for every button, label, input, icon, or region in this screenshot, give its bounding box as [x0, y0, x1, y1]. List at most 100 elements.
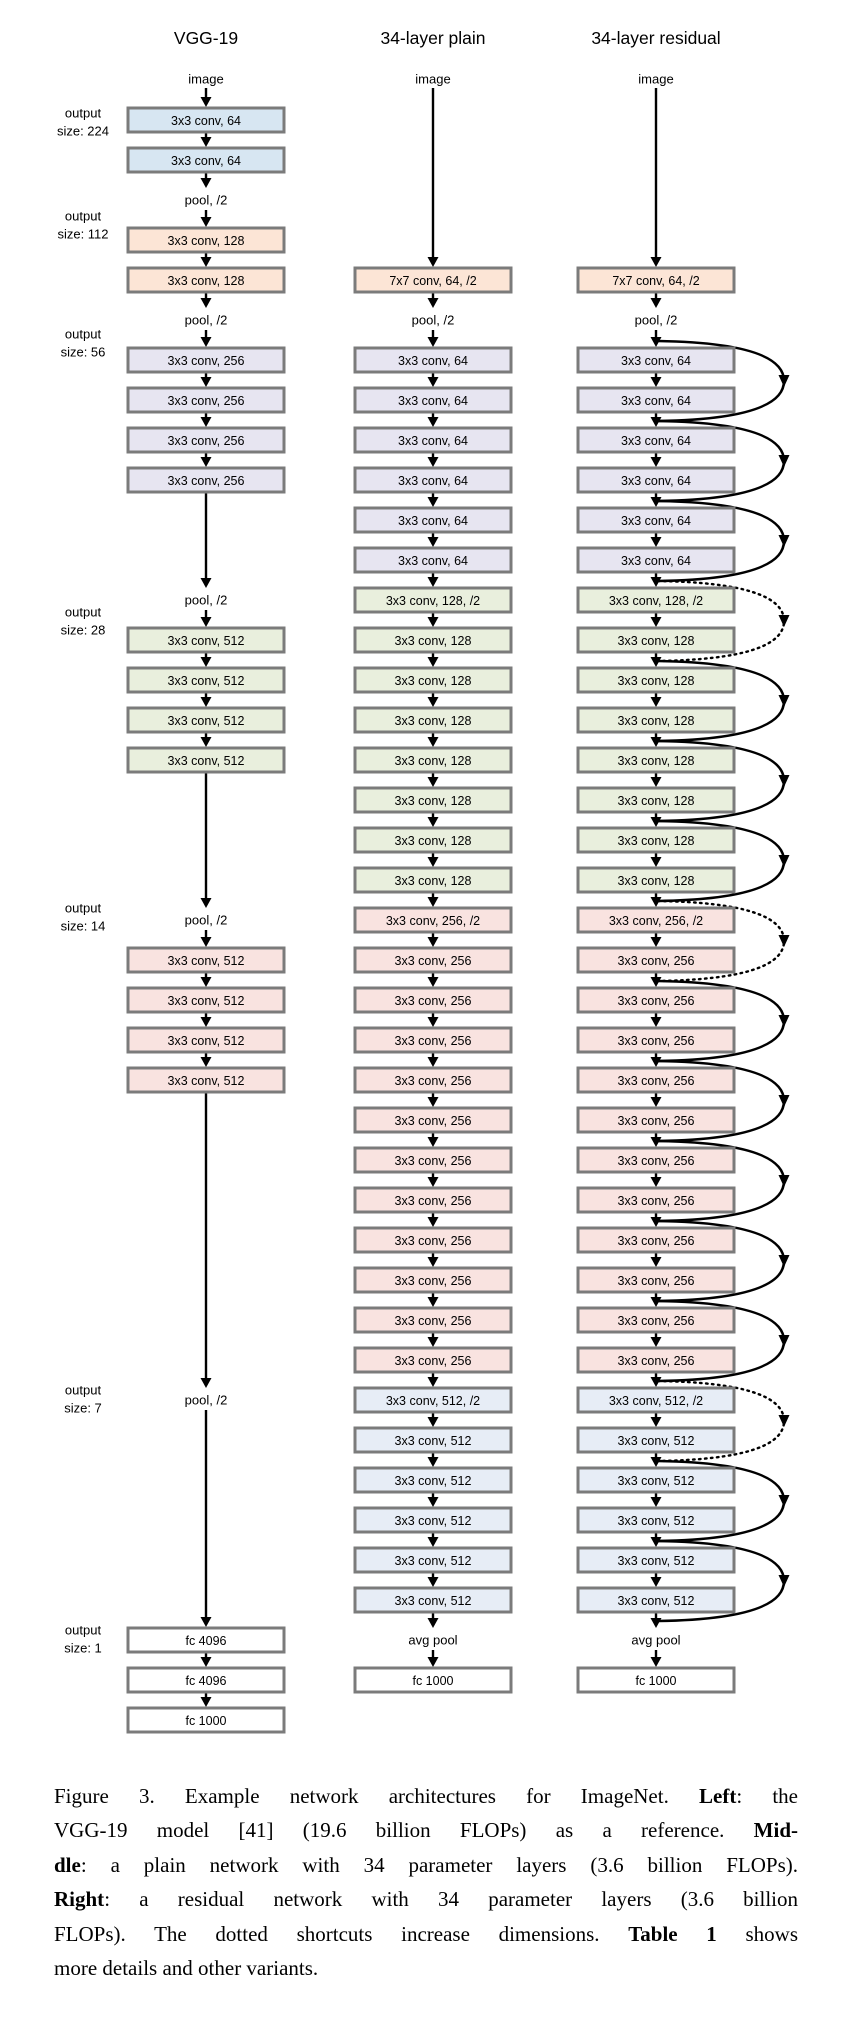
flow-arrowhead-icon: [427, 1618, 439, 1628]
layer-box-rect: [576, 426, 736, 454]
layer-box: 3x3 conv, 256: [576, 1306, 736, 1334]
layer-box-rect: [126, 1666, 286, 1694]
flow-arrowhead-icon: [200, 898, 212, 908]
layer-box-rect: [353, 626, 513, 654]
shortcut-arrowhead-icon: [778, 935, 790, 947]
layer-box-label: 3x3 conv, 512: [618, 1594, 695, 1608]
layer-box: 3x3 conv, 512, /2: [353, 1386, 513, 1414]
flow-arrowhead-icon: [427, 737, 439, 747]
layer-box-label: 3x3 conv, 64: [398, 514, 468, 528]
flow-arrowhead-icon: [427, 657, 439, 667]
layer-box: 3x3 conv, 512: [353, 1466, 513, 1494]
flow-arrowhead-icon: [650, 1297, 662, 1307]
pool-label: avg pool: [408, 1633, 457, 1648]
layer-box: 3x3 conv, 256: [353, 1346, 513, 1374]
layer-box-rect: [353, 986, 513, 1014]
flow-arrowhead-icon: [650, 1577, 662, 1587]
output-size-label: size: 1: [64, 1641, 102, 1656]
layer-box: 3x3 conv, 512: [353, 1426, 513, 1454]
shortcut-arrowhead-icon: [778, 1095, 790, 1107]
layer-box-rect: [576, 1146, 736, 1174]
flow-arrowhead-icon: [427, 497, 439, 507]
layer-box-label: 3x3 conv, 64: [621, 554, 691, 568]
layer-box: 3x3 conv, 256: [353, 986, 513, 1014]
flow-arrowhead-icon: [650, 298, 662, 308]
layer-box-rect: [576, 1466, 736, 1494]
flow-arrowhead-icon: [200, 298, 212, 308]
layer-box-label: fc 1000: [412, 1674, 453, 1688]
flow-arrowhead-icon: [427, 1257, 439, 1267]
layer-box-label: 3x3 conv, 256: [395, 1314, 472, 1328]
layer-box-label: 3x3 conv, 256: [395, 1074, 472, 1088]
flow-arrowhead-icon: [650, 657, 662, 667]
output-size-label: size: 28: [61, 623, 106, 638]
layer-box: 3x3 conv, 64: [353, 386, 513, 414]
layer-box-rect: [353, 506, 513, 534]
flow-arrowhead-icon: [200, 1017, 212, 1027]
flow-arrowhead-icon: [650, 257, 662, 267]
shortcut-arrowhead-icon: [778, 615, 790, 627]
flow-arrowhead-icon: [650, 1337, 662, 1347]
layer-box: 3x3 conv, 128: [576, 826, 736, 854]
layer-box-label: 3x3 conv, 512: [395, 1594, 472, 1608]
flow-arrowhead-icon: [427, 1577, 439, 1587]
architecture-diagram: image 3x3 conv, 64 3x3 conv, 64 pool, /2 3x3…: [57, 28, 790, 1734]
layer-box-label: 3x3 conv, 128: [618, 674, 695, 688]
layer-box-rect: [576, 1066, 736, 1094]
layer-box-rect: [353, 826, 513, 854]
layer-box-rect: [576, 1666, 736, 1694]
layer-box-rect: [353, 1346, 513, 1374]
layer-box-rect: [126, 346, 286, 374]
pool-label: pool, /2: [185, 913, 228, 928]
pool-label: pool, /2: [185, 593, 228, 608]
pool-label: pool, /2: [185, 313, 228, 328]
layer-box-rect: [353, 946, 513, 974]
input-label: image: [638, 72, 673, 87]
layer-box-label: 3x3 conv, 256: [618, 1074, 695, 1088]
layer-box-label: 3x3 conv, 512: [395, 1474, 472, 1488]
layer-box: 3x3 conv, 512: [126, 666, 286, 694]
layer-box-label: 3x3 conv, 64: [171, 114, 241, 128]
layer-box: 3x3 conv, 128, /2: [353, 586, 513, 614]
layer-box: 3x3 conv, 128: [576, 706, 736, 734]
layer-box: 3x3 conv, 512: [126, 1026, 286, 1054]
layer-box-rect: [353, 546, 513, 574]
layer-box-label: 3x3 conv, 512: [168, 714, 245, 728]
layer-box-rect: [353, 1546, 513, 1574]
layer-box-label: 3x3 conv, 128: [395, 834, 472, 848]
layer-box-label: 3x3 conv, 128: [395, 674, 472, 688]
layer-box: 3x3 conv, 256: [353, 1306, 513, 1334]
layer-box: 3x3 conv, 512: [576, 1466, 736, 1494]
figure-caption: Figure 3. Example network architectures …: [54, 1779, 798, 1985]
layer-box: fc 4096: [126, 1666, 286, 1694]
flow-arrowhead-icon: [427, 1057, 439, 1067]
layer-box-rect: [576, 1546, 736, 1574]
layer-box-label: 3x3 conv, 64: [398, 554, 468, 568]
layer-box: 3x3 conv, 128: [576, 666, 736, 694]
layer-box-rect: [353, 1026, 513, 1054]
shortcut-arrowhead-icon: [778, 1335, 790, 1347]
layer-box-label: 3x3 conv, 128: [168, 234, 245, 248]
output-size-label: size: 224: [57, 124, 109, 139]
layer-box-rect: [576, 1026, 736, 1054]
flow-arrowhead-icon: [650, 1618, 662, 1628]
layer-box: 3x3 conv, 256: [576, 1106, 736, 1134]
layer-box-label: 3x3 conv, 256: [618, 1274, 695, 1288]
flow-arrowhead-icon: [427, 537, 439, 547]
flow-arrowhead-icon: [200, 137, 212, 147]
flow-arrowhead-icon: [427, 457, 439, 467]
flow-arrowhead-icon: [427, 777, 439, 787]
output-size-label: output: [65, 106, 102, 121]
caption-text: FLOPs). The dotted shortcuts increase di…: [54, 1921, 629, 1946]
layer-box-label: 3x3 conv, 64: [398, 434, 468, 448]
flow-arrowhead-icon: [427, 977, 439, 987]
layer-box-label: 3x3 conv, 256: [395, 994, 472, 1008]
flow-arrowhead-icon: [427, 817, 439, 827]
layer-box-rect: [576, 506, 736, 534]
layer-box-rect: [353, 666, 513, 694]
flow-arrowhead-icon: [200, 417, 212, 427]
flow-arrowhead-icon: [427, 1177, 439, 1187]
flow-arrowhead-icon: [427, 857, 439, 867]
layer-box-rect: [353, 1266, 513, 1294]
layer-box: 3x3 conv, 64: [576, 426, 736, 454]
